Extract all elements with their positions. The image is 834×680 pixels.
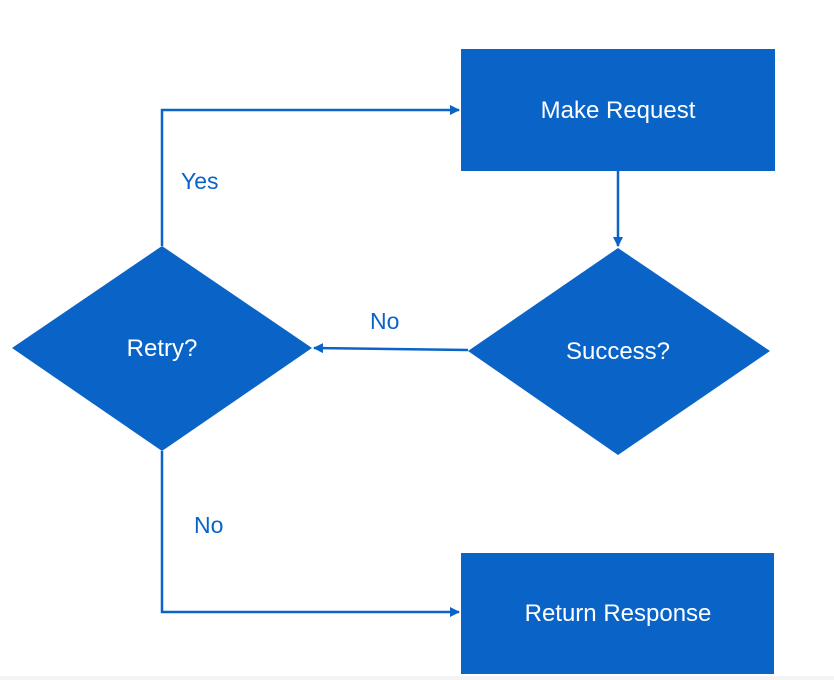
- retry-diamond: [12, 246, 312, 451]
- edge-label-yes: Yes: [181, 168, 219, 194]
- return-response-box: [461, 553, 774, 674]
- connector-success-to-retry: [313, 343, 469, 354]
- node-success-decision[interactable]: Success?: [468, 248, 770, 455]
- edge-label-no-retry: No: [194, 512, 223, 538]
- connector-retry-to-make-request: [160, 105, 460, 246]
- success-label: Success?: [566, 338, 670, 365]
- return-response-label: Return Response: [525, 600, 712, 627]
- retry-label: Retry?: [127, 335, 198, 362]
- make-request-label: Make Request: [541, 97, 696, 124]
- bottom-edge-strip: [0, 676, 834, 680]
- node-make-request[interactable]: Make Request: [461, 49, 775, 171]
- make-request-box: [461, 49, 775, 171]
- edge-label-no-success: No: [370, 308, 399, 334]
- node-retry-decision[interactable]: Retry?: [12, 246, 312, 451]
- node-return-response[interactable]: Return Response: [461, 553, 774, 674]
- connector-retry-to-return-response: [160, 451, 460, 617]
- success-diamond: [468, 248, 770, 455]
